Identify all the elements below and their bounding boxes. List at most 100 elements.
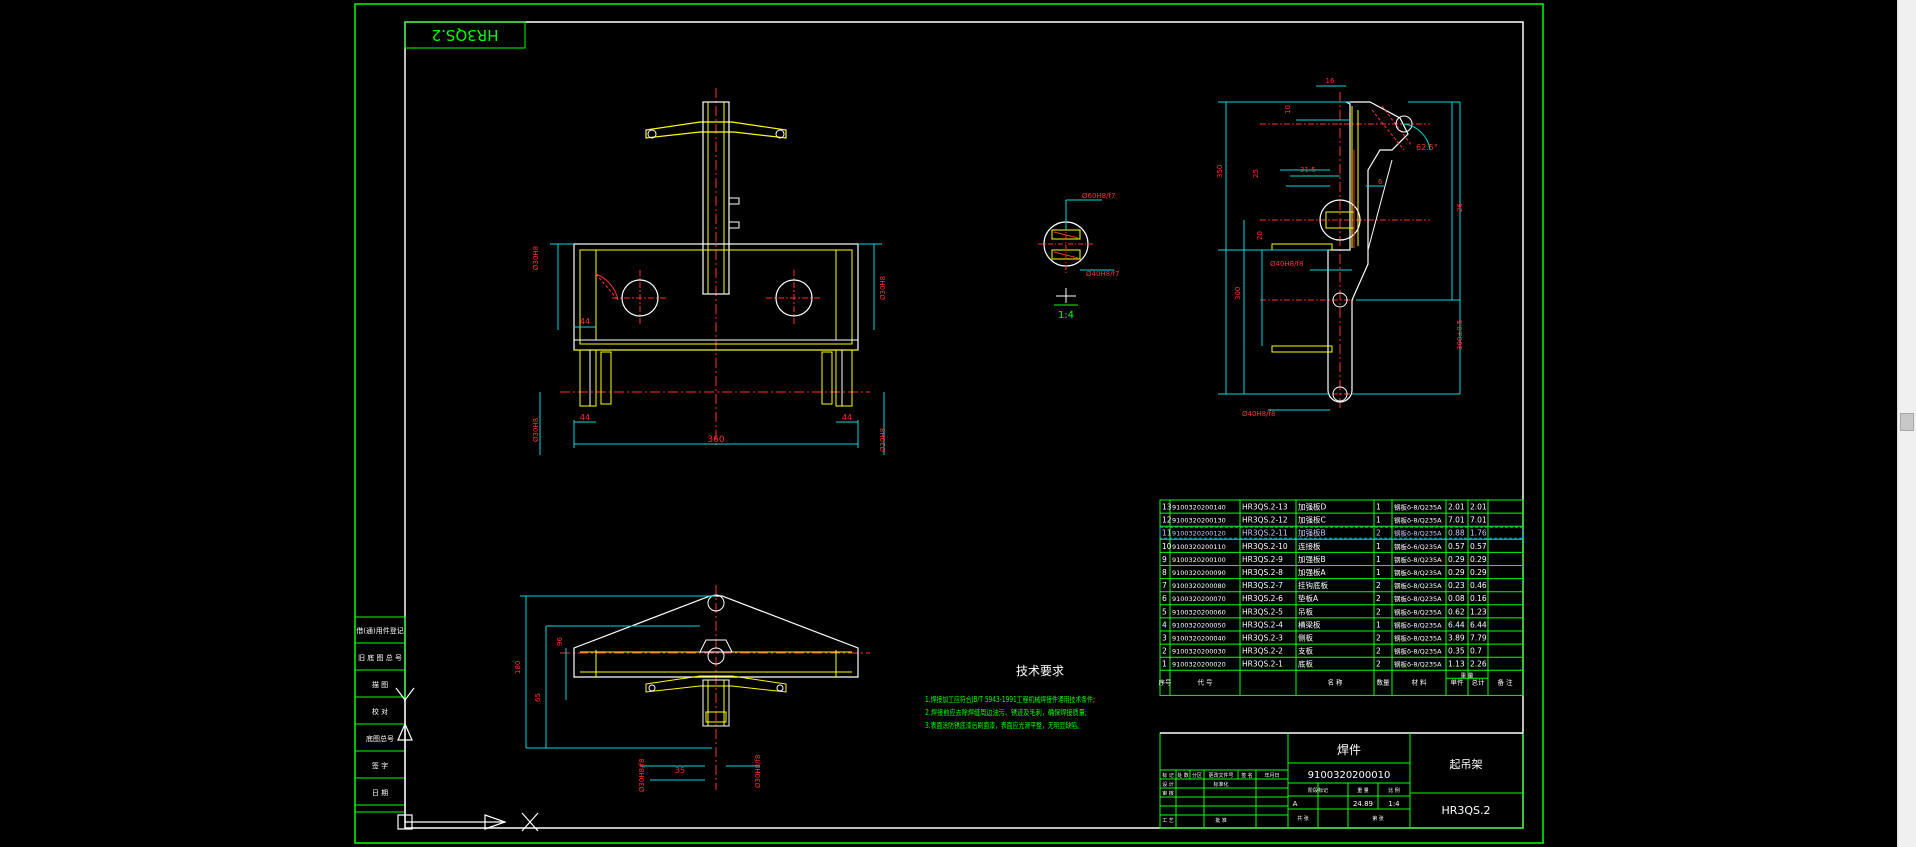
parts-cell-unit: 0.35 [1448,647,1465,656]
dim-front-width: 360 [707,435,724,445]
parts-cell-name: 加强板B [1298,554,1326,564]
svg-text:Ø40H8/f8: Ø40H8/f8 [1242,410,1275,418]
parts-cell-total: 2.26 [1470,660,1487,669]
parts-cell-name: 加强板A [1298,567,1326,577]
parts-cell-total: 1.76 [1470,529,1487,538]
svg-text:Ø30H8: Ø30H8 [532,246,540,270]
parts-cell-drawing: HR3QS.2-11 [1242,529,1288,538]
dim-top-65: 65 [534,693,542,702]
parts-cell-name: 垫板A [1298,593,1319,603]
parts-header-cell: 单件 [1451,677,1465,686]
tb-weight-label: 重 量 [1357,787,1369,794]
parts-cell-name: 加强板D [1298,502,1326,512]
parts-cell-unit: 0.29 [1448,568,1465,577]
parts-cell-qty: 1 [1376,568,1381,577]
left-block-row-5: 签 字 [372,761,388,770]
parts-cell-drawing: HR3QS.2-13 [1242,503,1288,512]
parts-cell-no: 13 [1162,503,1172,512]
parts-cell-qty: 2 [1376,581,1381,590]
ucs-icon [395,687,539,832]
svg-text:Ø40H8/f8: Ø40H8/f8 [1270,260,1303,268]
top-view[interactable]: 180 65 96 35 Ø30H8/f8 Ø30H8/f8 [514,585,870,792]
parts-cell-qty: 1 [1376,516,1381,525]
tb-scale-label: 比 例 [1388,787,1400,794]
front-view[interactable]: 360 44 44 44 Ø30H8 Ø30H8 Ø30H8 Ø30H8 [532,88,887,455]
tb-label-craft: 工 艺 [1162,818,1174,824]
parts-cell-qty: 2 [1376,647,1381,656]
svg-text:Ø30H8/f8: Ø30H8/f8 [754,755,762,788]
code-stamp-text: HR3QS.2 [432,26,499,44]
vertical-scrollbar-thumb[interactable] [1900,413,1914,431]
inner-frame [404,21,1524,829]
tech-item-0: 1.焊接加工应符合JB/T 5943-1991工程机械焊接件通用技术条件; [925,694,1095,704]
dim-small-26: 26 [1456,203,1464,212]
parts-cell-qty: 1 [1376,555,1381,564]
parts-cell-code: 9100320200030 [1172,648,1226,656]
parts-cell-unit: 1.13 [1448,660,1465,669]
parts-cell-qty: 2 [1376,607,1381,616]
parts-cell-material: 钢板δ-8/Q235A [1394,555,1442,564]
parts-cell-code: 9100320200040 [1172,635,1226,643]
section-view[interactable]: Ø60H8/f7 Ø40H8/f7 1:4 [1038,192,1119,321]
parts-cell-total: 7.01 [1470,516,1487,525]
left-block-row-3: 校 对 [372,707,388,716]
parts-cell-material: 钢板δ-8/Q235A [1394,568,1442,577]
parts-cell-code: 9100320200080 [1172,582,1226,590]
tb-label-count: 处 数 [1177,772,1189,779]
parts-cell-qty: 1 [1376,542,1381,551]
tb-name: 起吊架 [1450,758,1483,771]
parts-cell-no: 4 [1162,620,1167,629]
parts-cell-unit: 2.01 [1448,503,1465,512]
tb-part-type: 焊件 [1337,742,1361,757]
svg-text:Ø30H8/f8: Ø30H8/f8 [638,759,646,792]
parts-cell-total: 0.46 [1470,581,1487,590]
parts-cell-name: 侧板 [1298,633,1314,643]
dim-side-300: 300 [1234,287,1242,300]
tb-label-mark: 标 记 [1162,772,1174,779]
svg-text:Ø30H8: Ø30H8 [879,276,887,300]
vertical-scrollbar[interactable] [1897,0,1916,847]
code-stamp: HR3QS.2 [404,21,526,49]
parts-cell-unit: 7.01 [1448,516,1465,525]
parts-cell-name: 横梁板 [1298,619,1321,629]
parts-cell-code: 9100320200060 [1172,608,1226,616]
parts-cell-no: 1 [1162,660,1167,669]
parts-cell-total: 0.57 [1470,542,1487,551]
parts-cell-drawing: HR3QS.2-2 [1242,647,1283,656]
left-block-row-6: 日 期 [372,789,388,797]
parts-cell-drawing: HR3QS.2-9 [1242,555,1283,564]
parts-header-cell: 代 号 [1197,677,1213,686]
parts-cell-material: 钢板δ-8/Q235A [1394,581,1442,590]
tb-scale: 1:4 [1388,800,1400,808]
tech-requirements: 技术要求 1.焊接加工应符合JB/T 5943-1991工程机械焊接件通用技术条… [925,664,1095,730]
parts-cell-total: 0.29 [1470,555,1487,564]
tb-stage: A [1293,800,1298,808]
parts-cell-total: 0.16 [1470,594,1487,603]
dim-side-10: 10 [1284,105,1292,114]
parts-cell-no: 10 [1162,542,1172,551]
svg-text:Ø30H8: Ø30H8 [879,428,887,452]
parts-cell-total: 0.7 [1470,647,1482,656]
parts-cell-drawing: HR3QS.2-4 [1242,620,1283,629]
side-view[interactable]: 16 10 20 25 6 350 300 62.5° 26 31.5 300±… [1216,77,1464,418]
parts-cell-material: 钢板δ-8/Q235A [1394,503,1442,512]
parts-cell-drawing: HR3QS.2-10 [1242,542,1288,551]
parts-cell-code: 9100320200050 [1172,621,1226,629]
title-block[interactable]: 标 记 处 数 分区 更改文件号 签 名 年月日 设 计 审 核 标准化 工 艺… [1159,732,1524,829]
